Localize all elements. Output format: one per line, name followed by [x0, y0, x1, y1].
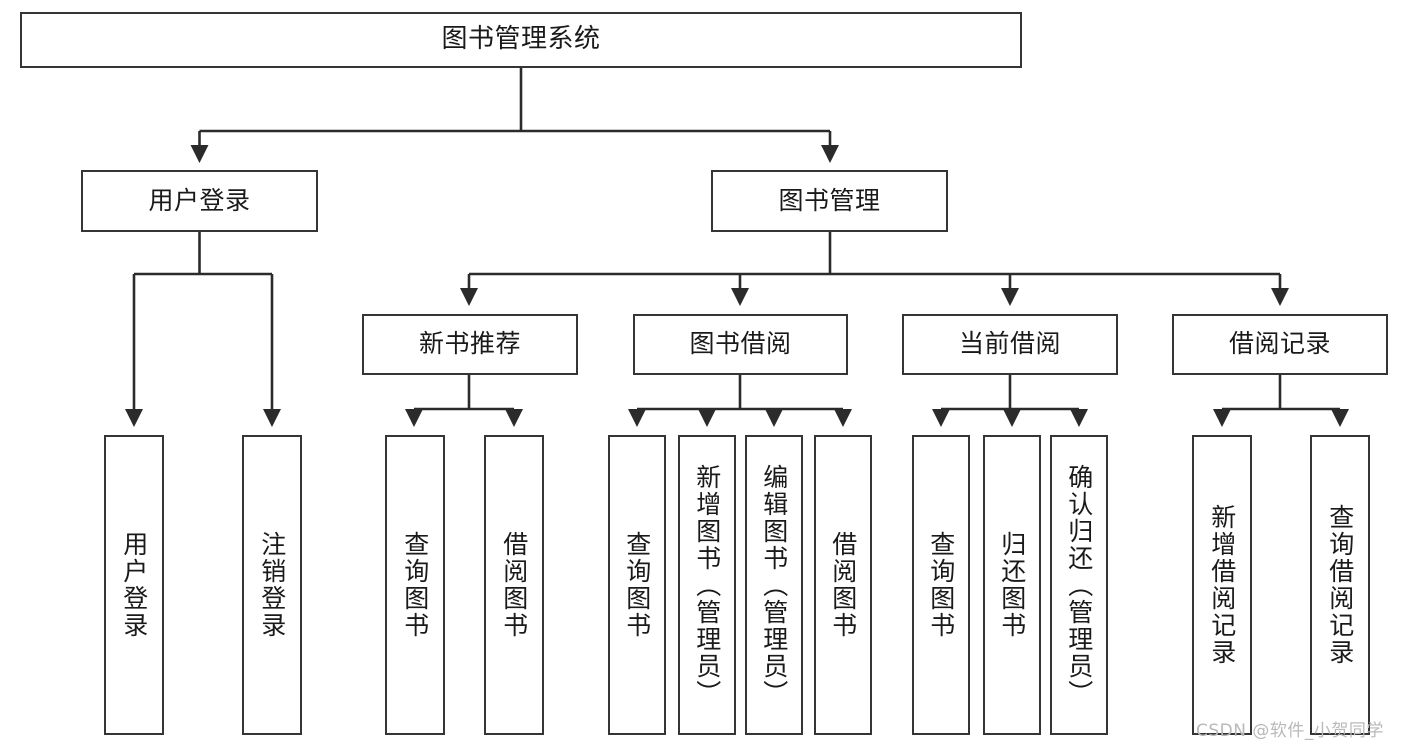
node-leaf-return-book-label: 归还图书	[997, 531, 1027, 639]
node-leaf-user-logout-label: 注销登录	[257, 531, 287, 639]
node-current-borrow[interactable]: 当前借阅	[902, 314, 1118, 375]
node-leaf-borrow-book[interactable]: 借阅图书	[814, 435, 872, 735]
node-borrow-record-label: 借阅记录	[1228, 329, 1331, 359]
node-new-book-recommend[interactable]: 新书推荐	[362, 314, 578, 375]
node-leaf-borrow-book-label: 借阅图书	[828, 531, 858, 639]
node-leaf-add-borrow-record-label: 新增借阅记录	[1207, 504, 1237, 666]
node-leaf-borrow-book-recommend[interactable]: 借阅图书	[484, 435, 544, 735]
node-root-book-management-system[interactable]: 图书管理系统	[20, 12, 1022, 68]
node-leaf-query-book-current-label: 查询图书	[926, 531, 956, 639]
csdn-watermark: CSDN @软件_小贺同学	[1196, 721, 1384, 741]
node-leaf-edit-book-admin[interactable]: 编辑图书（管理员）	[745, 435, 803, 735]
node-leaf-borrow-book-recommend-label: 借阅图书	[499, 531, 529, 639]
node-current-borrow-label: 当前借阅	[958, 329, 1061, 359]
node-leaf-confirm-return-admin-label: 确认归还（管理员）	[1064, 463, 1094, 707]
node-leaf-add-book-admin-label: 新增图书（管理员）	[692, 463, 722, 707]
node-leaf-user-login-label: 用户登录	[119, 531, 149, 639]
node-leaf-add-borrow-record[interactable]: 新增借阅记录	[1192, 435, 1252, 735]
node-leaf-confirm-return-admin[interactable]: 确认归还（管理员）	[1050, 435, 1108, 735]
node-book-manage-label: 图书管理	[778, 185, 881, 215]
node-user-login-label: 用户登录	[148, 185, 251, 215]
node-user-login[interactable]: 用户登录	[81, 170, 318, 232]
node-leaf-edit-book-admin-label: 编辑图书（管理员）	[759, 463, 789, 707]
node-leaf-user-login[interactable]: 用户登录	[104, 435, 164, 735]
node-root-label: 图书管理系统	[441, 24, 601, 55]
node-borrow-record[interactable]: 借阅记录	[1172, 314, 1388, 375]
node-leaf-query-book-recommend-label: 查询图书	[400, 531, 430, 639]
node-book-manage[interactable]: 图书管理	[711, 170, 948, 232]
node-book-borrow[interactable]: 图书借阅	[633, 314, 848, 375]
node-leaf-return-book[interactable]: 归还图书	[983, 435, 1041, 735]
node-leaf-add-book-admin[interactable]: 新增图书（管理员）	[678, 435, 736, 735]
node-leaf-query-book-recommend[interactable]: 查询图书	[385, 435, 445, 735]
node-leaf-user-logout[interactable]: 注销登录	[242, 435, 302, 735]
node-leaf-query-book-current[interactable]: 查询图书	[912, 435, 970, 735]
node-leaf-query-book-borrow-label: 查询图书	[622, 531, 652, 639]
node-leaf-query-book-borrow[interactable]: 查询图书	[608, 435, 666, 735]
node-new-book-recommend-label: 新书推荐	[418, 329, 521, 359]
node-leaf-query-borrow-record[interactable]: 查询借阅记录	[1310, 435, 1370, 735]
node-leaf-query-borrow-record-label: 查询借阅记录	[1325, 504, 1355, 666]
node-book-borrow-label: 图书借阅	[689, 329, 792, 359]
